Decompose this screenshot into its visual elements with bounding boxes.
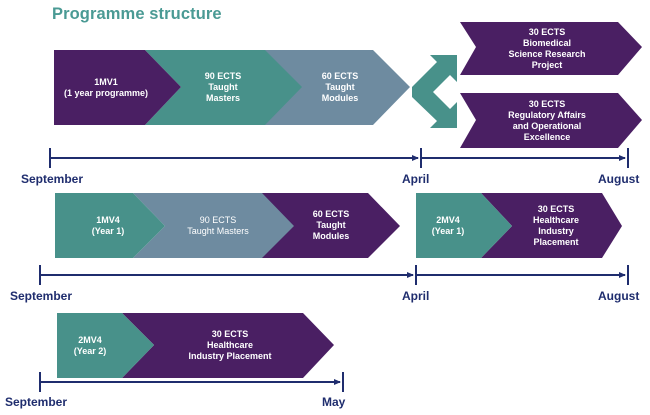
row1-segment-1-label: 1MV1 (1 year programme) [63,76,149,98]
row2-timeline-end: August [598,289,640,303]
row2-segment-1-label: 1MV4 (Year 1) [91,214,125,236]
row1-timeline-start: September [21,172,84,186]
row2-segment-3-label: 60 ECTS Taught Modules [312,209,350,241]
row3-segment-2-shape [122,313,334,378]
row2-placement-2-label: 30 ECTS Healthcare Industry Placement [532,203,580,247]
row2-timeline-start: September [10,289,73,303]
row2-segment-3-shape [258,193,400,258]
row2-chevrons [55,193,400,258]
row2-segment-2-shape [133,193,294,258]
row1-option-1-label: 30 ECTS Biomedical Science Research Proj… [508,26,586,70]
row2-placement-1-label: 2MV4 (Year 1) [431,214,465,236]
row3-segment-2-label: 30 ECTS Healthcare Industry Placement [188,329,272,361]
row3-timeline-start: September [5,395,68,409]
row1-chevrons [54,50,410,125]
row2-segment-2-label: 90 ECTS Taught Masters [187,214,249,236]
row1-option-2-label: 30 ECTS Regulatory Affairs and Operation… [508,98,586,142]
row1-timeline [49,148,629,168]
row1-segment-2-shape [145,50,302,125]
row1-option-2-shape [460,93,642,148]
row1-timeline-end: August [598,172,640,186]
row2-timeline-mid: April [402,289,430,303]
row2-segment-1-shape [55,193,165,258]
split-arrow-icon [412,55,457,128]
row1-option-1-shape [460,22,642,75]
row1-timeline-mid: April [402,172,430,186]
row2-placement-1-shape [416,193,512,258]
row3-segment-1-shape [57,313,154,378]
row1-segment-1-shape [54,50,181,125]
row3-timeline [39,372,344,392]
row3-chevrons [57,313,334,378]
page-title: Programme structure [52,5,222,23]
row2-placement-2-shape [481,193,622,258]
row3-timeline-end: May [322,395,346,409]
row1-segment-3-label: 60 ECTS Taught Modules [321,71,359,103]
row2-timeline [39,265,629,285]
row1-segment-2-label: 90 ECTS Taught Masters [204,71,242,103]
row2-placement-chevrons [416,193,622,258]
row1-segment-3-shape [262,50,410,125]
row3-segment-1-label: 2MV4 (Year 2) [73,334,107,356]
